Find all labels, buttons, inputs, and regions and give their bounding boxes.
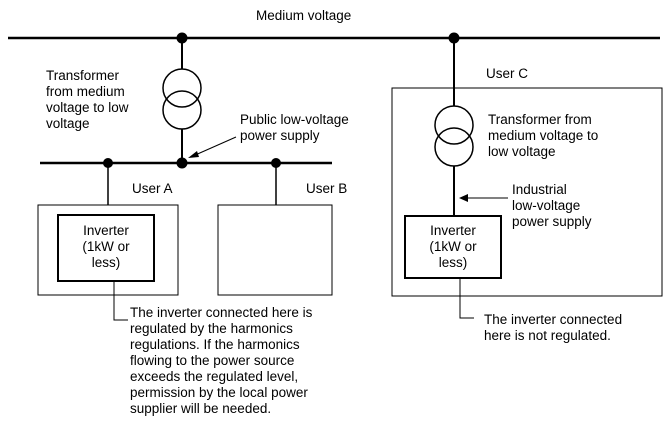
note-regulated-line-7: supplier will be needed. [130,401,272,416]
note-regulated: The inverter connected here is regulated… [130,305,312,417]
transformer-right-coil-top [434,105,474,145]
transformer-right-label: Transformer from medium voltage to low v… [488,112,598,160]
transformer-right-line-3: low voltage [488,144,556,159]
user-b-box [217,204,333,296]
user-a-label: User A [132,181,173,196]
user-a-box [37,204,179,296]
note-not-regulated-line-1: The inverter connected [484,312,623,327]
transformer-left-line-2: from medium [46,84,125,99]
inverter-c-line-1: Inverter [430,223,476,238]
inverter-c-line-3: less) [438,255,468,270]
industrial-supply-line-3: power supply [512,214,592,229]
industrial-supply-label: Industrial low-voltage power supply [512,182,592,230]
note-regulated-line-3: regulations. If the harmonics [130,337,300,352]
transformer-left-line-1: Transformer [46,68,120,83]
public-supply-line-1: Public low-voltage [240,112,349,127]
transformer-right-coil-bottom [434,127,474,167]
transformer-left-line-3: voltage to low [46,100,129,115]
transformer-right-line-2: medium voltage to [488,128,599,143]
note-regulated-line-2: regulated by the harmonics [130,321,293,336]
inverter-a-box [57,214,155,282]
transformer-left-label: Transformer from medium voltage to low v… [46,68,129,132]
inverter-c-box [404,215,502,279]
note-a-leader [113,281,128,321]
inverter-a-label: Inverter (1kW or less) [58,223,154,271]
note-not-regulated: The inverter connected here is not regul… [484,312,622,344]
note-not-regulated-line-2: here is not regulated. [484,328,611,343]
user-b-label: User B [306,181,348,196]
note-regulated-line-1: The inverter connected here is [130,305,313,320]
transformer-right-line-1: Transformer from [488,112,592,127]
user-c-label: User C [486,66,529,81]
transformer-left-coil-top [162,68,202,108]
transformer-left-coil-bottom [162,90,202,130]
medium-voltage-label: Medium voltage [256,8,352,23]
industrial-supply-arrow-head [459,194,468,202]
note-c-leader [459,278,474,319]
public-supply-arrow-head [188,151,199,158]
public-supply-arrow-line [192,136,237,157]
industrial-supply-line-1: Industrial [512,182,567,197]
note-regulated-line-6: permission by the local power [130,385,308,400]
public-supply-label: Public low-voltage power supply [240,112,349,144]
inverter-a-line-1: Inverter [83,223,129,238]
inverter-a-line-3: less) [91,255,121,270]
junction-dot-lv-transformer [176,157,188,169]
note-regulated-line-5: exceeds the regulated level, [130,369,299,384]
user-c-box [391,87,663,297]
transformer-left-line-4: voltage [46,116,90,131]
industrial-supply-line-2: low-voltage [512,198,581,213]
public-supply-line-2: power supply [240,128,320,143]
inverter-c-line-2: (1kW or [429,239,477,254]
inverter-a-line-2: (1kW or [82,239,130,254]
inverter-c-label: Inverter (1kW or less) [405,223,501,271]
note-regulated-line-4: flowing to the power source [130,353,295,368]
